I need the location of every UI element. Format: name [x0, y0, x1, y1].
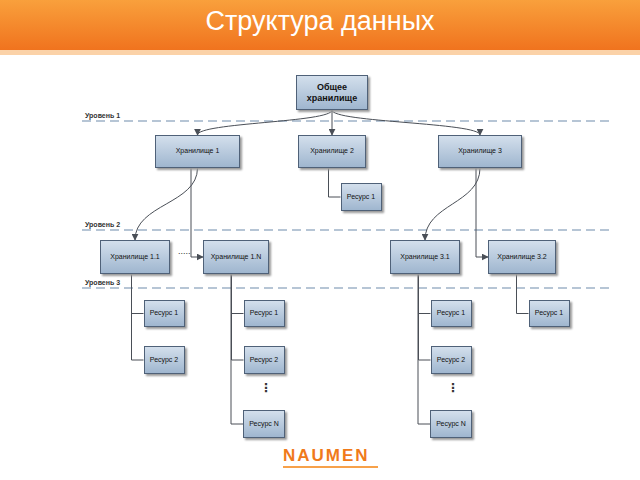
storage-box: Хранилище 3.1: [390, 240, 460, 274]
level-label: Уровень 2: [85, 221, 120, 228]
connector: [232, 274, 244, 360]
ellipsis: .....: [178, 246, 191, 256]
box-label: Общее хранилище: [297, 82, 367, 103]
level-label: Уровень 1: [85, 112, 120, 119]
storage-box: Хранилище 3: [438, 135, 522, 168]
connector: [425, 168, 480, 240]
connector: [231, 274, 243, 424]
box-label: Хранилище 1: [173, 147, 223, 155]
box-label: Ресурс 1: [532, 309, 566, 317]
box-label: Хранилище 1.1: [107, 253, 162, 261]
connector: [517, 274, 529, 314]
connector: [132, 274, 144, 314]
connector: [419, 274, 431, 360]
box-label: Ресурс 1: [344, 193, 378, 201]
header-bar: [0, 0, 640, 50]
storage-box: Хранилище 1: [155, 135, 240, 168]
storage-box: Ресурс 1: [144, 300, 185, 327]
storage-box: Ресурс 1: [341, 183, 382, 211]
storage-box: Ресурс 2: [431, 346, 472, 374]
vertical-ellipsis: ⋮: [260, 381, 272, 395]
box-label: Ресурс 1: [147, 309, 181, 317]
box-label: Хранилище 3.1: [397, 253, 452, 261]
logo-underline: [283, 466, 378, 468]
level-line: [82, 287, 612, 288]
header-stripe: [0, 50, 640, 55]
box-label: Ресурс 2: [247, 356, 281, 364]
company-logo: NAUMEN: [283, 446, 370, 466]
storage-box: Ресурс 1: [529, 300, 570, 327]
storage-box: Ресурс N: [430, 410, 472, 438]
connector: [329, 168, 341, 197]
box-label: Хранилище 3: [455, 147, 505, 155]
storage-box: Ресурс 1: [244, 300, 285, 327]
storage-box: Ресурс 2: [244, 346, 285, 374]
box-label: Хранилище 2: [307, 147, 357, 155]
connector: [198, 110, 333, 135]
box-label: Ресурс 1: [434, 309, 468, 317]
box-label: Ресурс 1: [247, 309, 281, 317]
connector: [135, 168, 198, 240]
level-label: Уровень 3: [85, 279, 120, 286]
connector: [191, 168, 203, 257]
box-label: Ресурс N: [246, 420, 282, 428]
storage-box: Хранилище 3.2: [488, 240, 556, 274]
connector: [476, 168, 488, 257]
connector: [419, 274, 431, 314]
box-label: Хранилище 1.N: [208, 253, 265, 261]
storage-box: Хранилище 2: [298, 135, 366, 168]
root-storage-box: Общее хранилище: [296, 75, 368, 110]
box-label: Ресурс 2: [434, 356, 468, 364]
connector: [332, 110, 480, 135]
connector: [232, 274, 244, 314]
level-line: [82, 120, 612, 121]
slide-title: Структура данных: [0, 6, 640, 37]
box-label: Ресурс 2: [147, 356, 181, 364]
storage-box: Ресурс 1: [431, 300, 472, 327]
box-label: Ресурс N: [433, 420, 469, 428]
box-label: Хранилище 3.2: [494, 253, 549, 261]
connector: [332, 110, 333, 135]
level-line: [82, 229, 612, 230]
storage-box: Ресурс 2: [144, 346, 185, 374]
connector: [418, 274, 430, 424]
storage-box: Ресурс N: [243, 410, 285, 438]
storage-box: Хранилище 1.N: [203, 240, 269, 274]
vertical-ellipsis: ⋮: [447, 381, 459, 395]
connector: [132, 274, 144, 360]
storage-box: Хранилище 1.1: [100, 240, 170, 274]
